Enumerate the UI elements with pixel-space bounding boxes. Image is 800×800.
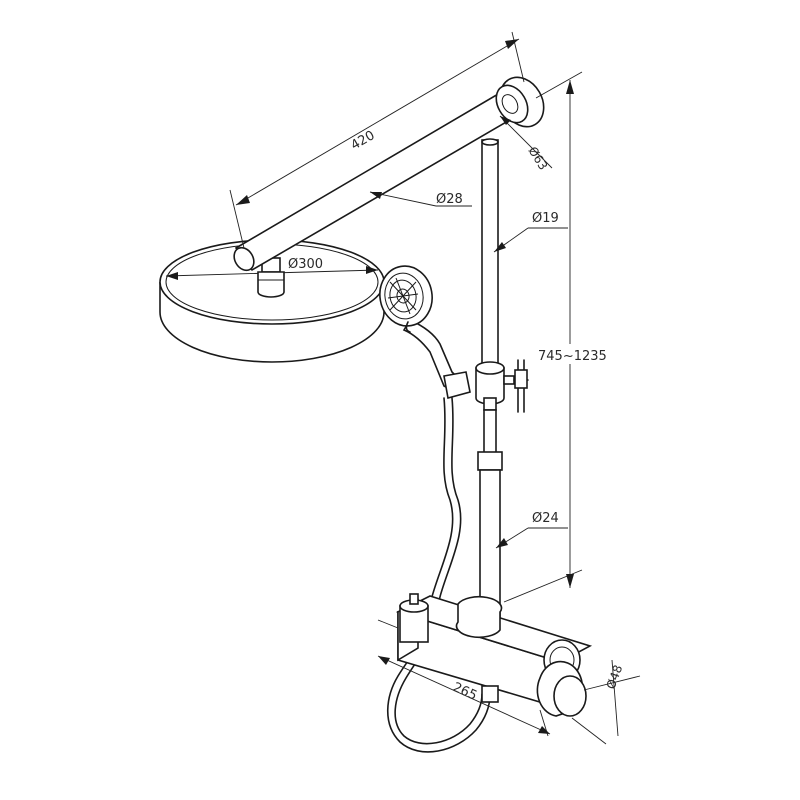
top-arm [233, 88, 522, 272]
right-knob [536, 639, 587, 717]
knob-diameter-dim [571, 659, 641, 745]
hand-shower [379, 265, 471, 400]
upper-riser-pipe [481, 138, 499, 369]
bracket-dim [499, 115, 553, 169]
slide-holder [475, 359, 529, 413]
mixer-width-dim [377, 619, 551, 737]
knob-diameter-label: Ø48 [604, 663, 626, 691]
head-diameter-label: Ø300 [288, 257, 323, 272]
height-dim [503, 71, 583, 603]
bracket-diameter-label: Ø63 [525, 144, 550, 172]
mixer-bar [395, 595, 593, 710]
upper-pipe-leader [493, 227, 568, 253]
upper-pipe-diameter-label: Ø19 [532, 211, 559, 226]
arm-length-dim [229, 31, 525, 249]
shower-hose [387, 397, 491, 753]
left-knob [399, 593, 429, 643]
lower-pipe-leader [495, 527, 568, 549]
arm-diameter-leader [369, 191, 472, 207]
arm-diameter-label: Ø28 [436, 192, 463, 207]
height-range-label: 745~1235 [538, 349, 607, 364]
lower-riser-pipe [477, 409, 503, 641]
arm-length-label: 420 [349, 128, 378, 153]
lower-pipe-diameter-label: Ø24 [532, 511, 559, 526]
wall-bracket [495, 76, 545, 128]
